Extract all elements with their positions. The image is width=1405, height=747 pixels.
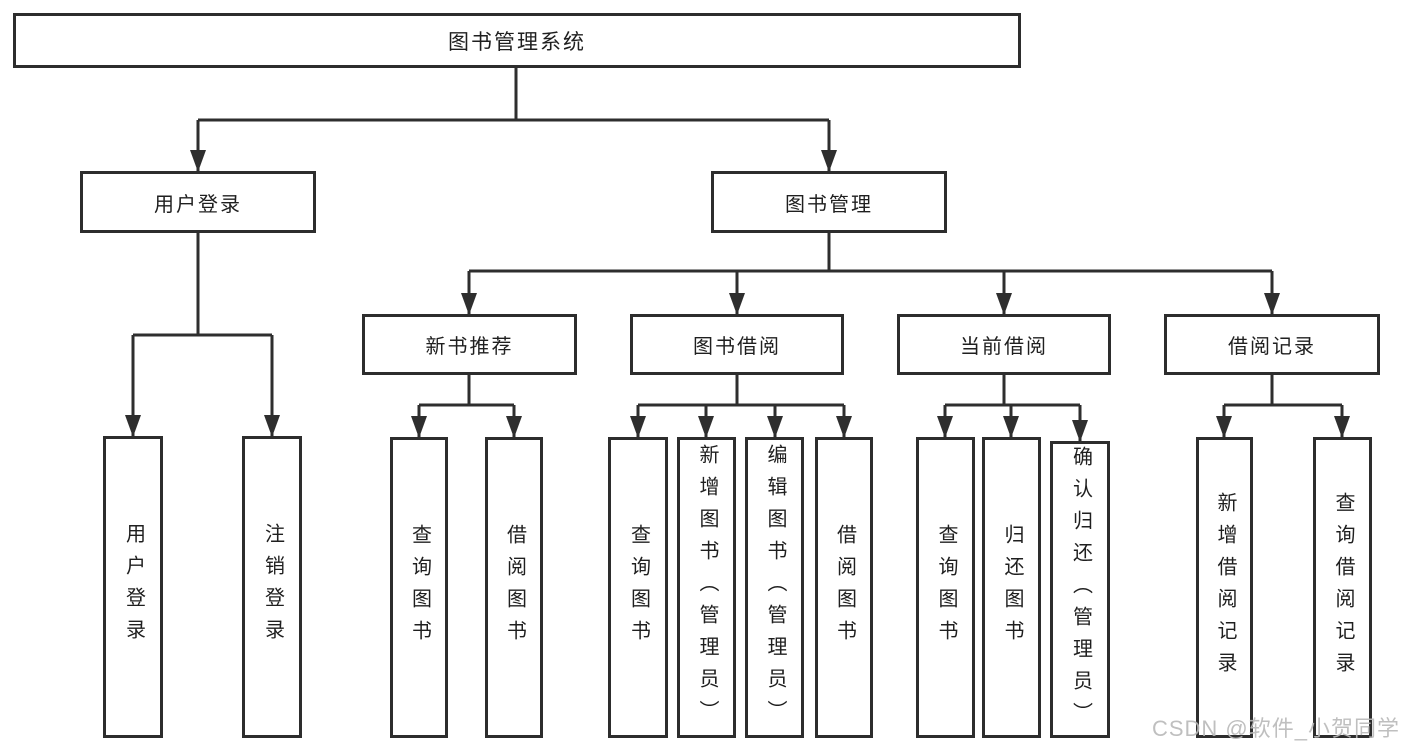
leaf-return-books: 归还图书 bbox=[982, 437, 1041, 738]
connector-borrow-records-children bbox=[1216, 375, 1350, 438]
node-borrow-records: 借阅记录 bbox=[1164, 314, 1380, 375]
leaf-label: 查询图书 bbox=[408, 523, 431, 652]
leaf-confirm-return-admin: 确认归还（管理员） bbox=[1050, 441, 1110, 738]
leaf-label: 新增图书（管理员） bbox=[696, 443, 718, 732]
node-book-management: 图书管理 bbox=[711, 171, 947, 233]
node-book-borrow: 图书借阅 bbox=[630, 314, 844, 375]
leaf-label: 注销登录 bbox=[261, 523, 284, 651]
leaf-add-borrow-record: 新增借阅记录 bbox=[1196, 437, 1253, 738]
leaf-label: 编辑图书（管理员） bbox=[764, 443, 786, 732]
leaf-label: 借阅图书 bbox=[833, 523, 856, 652]
csdn-watermark: CSDN @软件_小贺同学 bbox=[1151, 716, 1400, 741]
leaf-edit-books-admin: 编辑图书（管理员） bbox=[745, 437, 804, 738]
connector-new-book-children bbox=[411, 375, 522, 438]
node-current-borrow: 当前借阅 bbox=[897, 314, 1111, 375]
node-new-book-recommend: 新书推荐 bbox=[362, 314, 577, 375]
leaf-label: 新增借阅记录 bbox=[1214, 491, 1236, 684]
leaf-label: 用户登录 bbox=[122, 523, 145, 651]
leaf-label: 归还图书 bbox=[1001, 523, 1023, 652]
leaf-query-books-borrow: 查询图书 bbox=[608, 437, 668, 738]
connector-book-borrow-children bbox=[630, 375, 852, 438]
connector-current-borrow-children bbox=[937, 375, 1088, 442]
leaf-label: 借阅图书 bbox=[503, 523, 526, 652]
leaf-add-books-admin: 新增图书（管理员） bbox=[677, 437, 736, 738]
node-root: 图书管理系统 bbox=[13, 13, 1021, 68]
connector-book-management-modules bbox=[461, 233, 1280, 315]
leaf-logout: 注销登录 bbox=[242, 436, 302, 738]
leaf-label: 确认归还（管理员） bbox=[1069, 445, 1092, 734]
leaf-label: 查询借阅记录 bbox=[1332, 491, 1354, 684]
leaf-borrow-books: 借阅图书 bbox=[815, 437, 873, 738]
leaf-query-books-current: 查询图书 bbox=[916, 437, 975, 738]
connector-user-login-children bbox=[125, 233, 280, 437]
leaf-query-books-recommend: 查询图书 bbox=[390, 437, 448, 738]
leaf-query-borrow-record: 查询借阅记录 bbox=[1313, 437, 1372, 738]
leaf-borrow-books-recommend: 借阅图书 bbox=[485, 437, 543, 738]
leaf-user-login: 用户登录 bbox=[103, 436, 163, 738]
leaf-label: 查询图书 bbox=[935, 523, 957, 652]
node-user-login: 用户登录 bbox=[80, 171, 316, 233]
connector-root-to-level2 bbox=[190, 68, 837, 172]
leaf-label: 查询图书 bbox=[627, 523, 650, 652]
